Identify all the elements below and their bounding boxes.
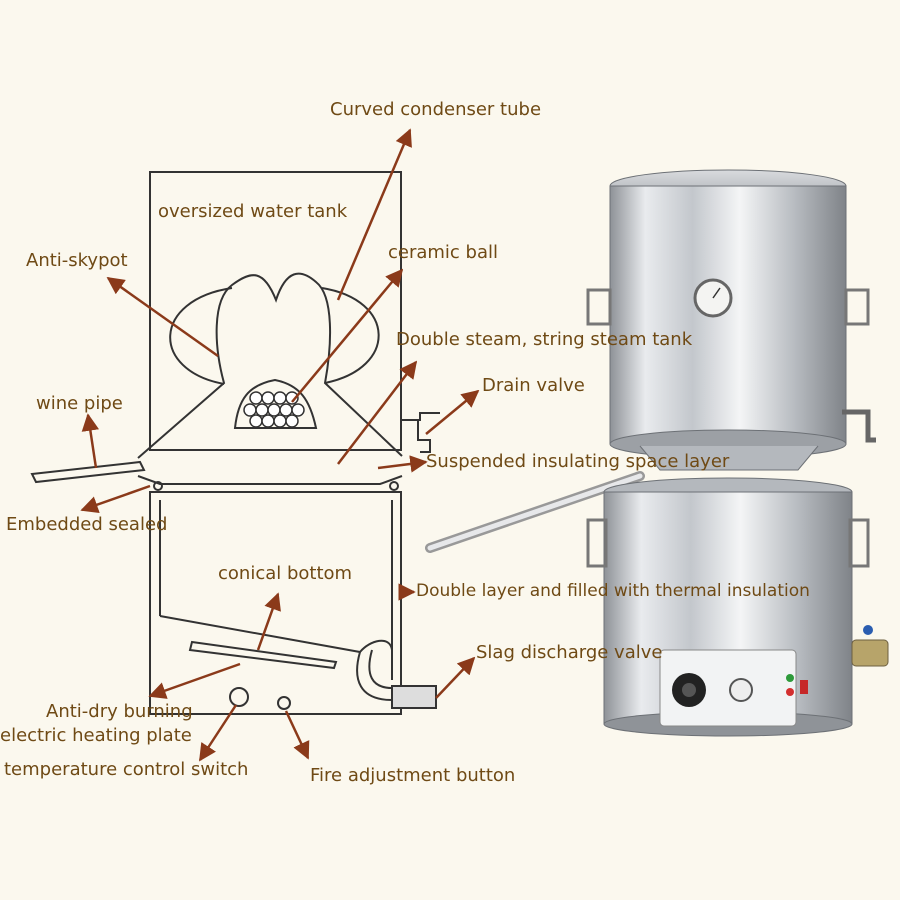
label-condenser: Curved condenser tube (330, 99, 542, 120)
arrow-temp-switch (198, 704, 238, 762)
label-embedded-sealed: Embedded sealed (6, 514, 168, 535)
arrows (80, 128, 480, 762)
label-conical-bottom: conical bottom (218, 563, 353, 584)
condenser-coil (169, 287, 380, 385)
wine-pipe-sketch (30, 460, 146, 484)
label-anti-skypot: Anti-skypot (26, 250, 128, 271)
drain-valve-sketch (402, 412, 440, 453)
arrow-slag-valve (435, 656, 476, 699)
water-tank-outline (149, 171, 402, 451)
arrow-fire-button (284, 710, 310, 760)
seal-ring (137, 475, 403, 485)
label-fire-button: Fire adjustment button (310, 765, 516, 786)
slag-valve-sketch (391, 685, 437, 709)
label-suspended-layer: Suspended insulating space layer (426, 451, 730, 472)
arrow-double-steam (337, 360, 418, 465)
ceramic-balls (243, 391, 305, 428)
arrow-wine-pipe (81, 413, 100, 469)
arrow-anti-dry (148, 662, 241, 699)
label-temp-switch: temperature control switch (4, 759, 249, 780)
label-double-layer: Double layer and filled with thermal ins… (416, 581, 810, 601)
label-drain-valve: Drain valve (482, 375, 585, 396)
arrow-drain-valve (425, 389, 480, 435)
label-water-tank: oversized water tank (158, 201, 348, 222)
arrow-suspended-layer (377, 455, 428, 473)
arrow-condenser (336, 128, 412, 301)
ceramic-chamber (233, 378, 318, 429)
arrow-ceramic-ball (291, 268, 404, 403)
label-slag-valve: Slag discharge valve (476, 642, 663, 663)
label-anti-dry: Anti-dry burning (46, 701, 193, 722)
schematic-drawing (30, 171, 440, 715)
arrow-conical-bottom (256, 592, 281, 651)
product-render (425, 169, 889, 737)
label-double-steam: Double steam, string steam tank (396, 329, 693, 350)
arrow-embedded-sealed (80, 484, 151, 514)
conical-bottom-sketch (159, 615, 393, 670)
label-ceramic-ball: ceramic ball (388, 242, 499, 263)
label-wine-pipe: wine pipe (36, 393, 123, 414)
label-heating-plate: electric heating plate (0, 725, 192, 746)
still-head (137, 272, 403, 459)
slag-pipe-sketch (356, 649, 393, 701)
arrow-anti-skypot (106, 276, 219, 358)
boiler-outline (149, 491, 402, 715)
